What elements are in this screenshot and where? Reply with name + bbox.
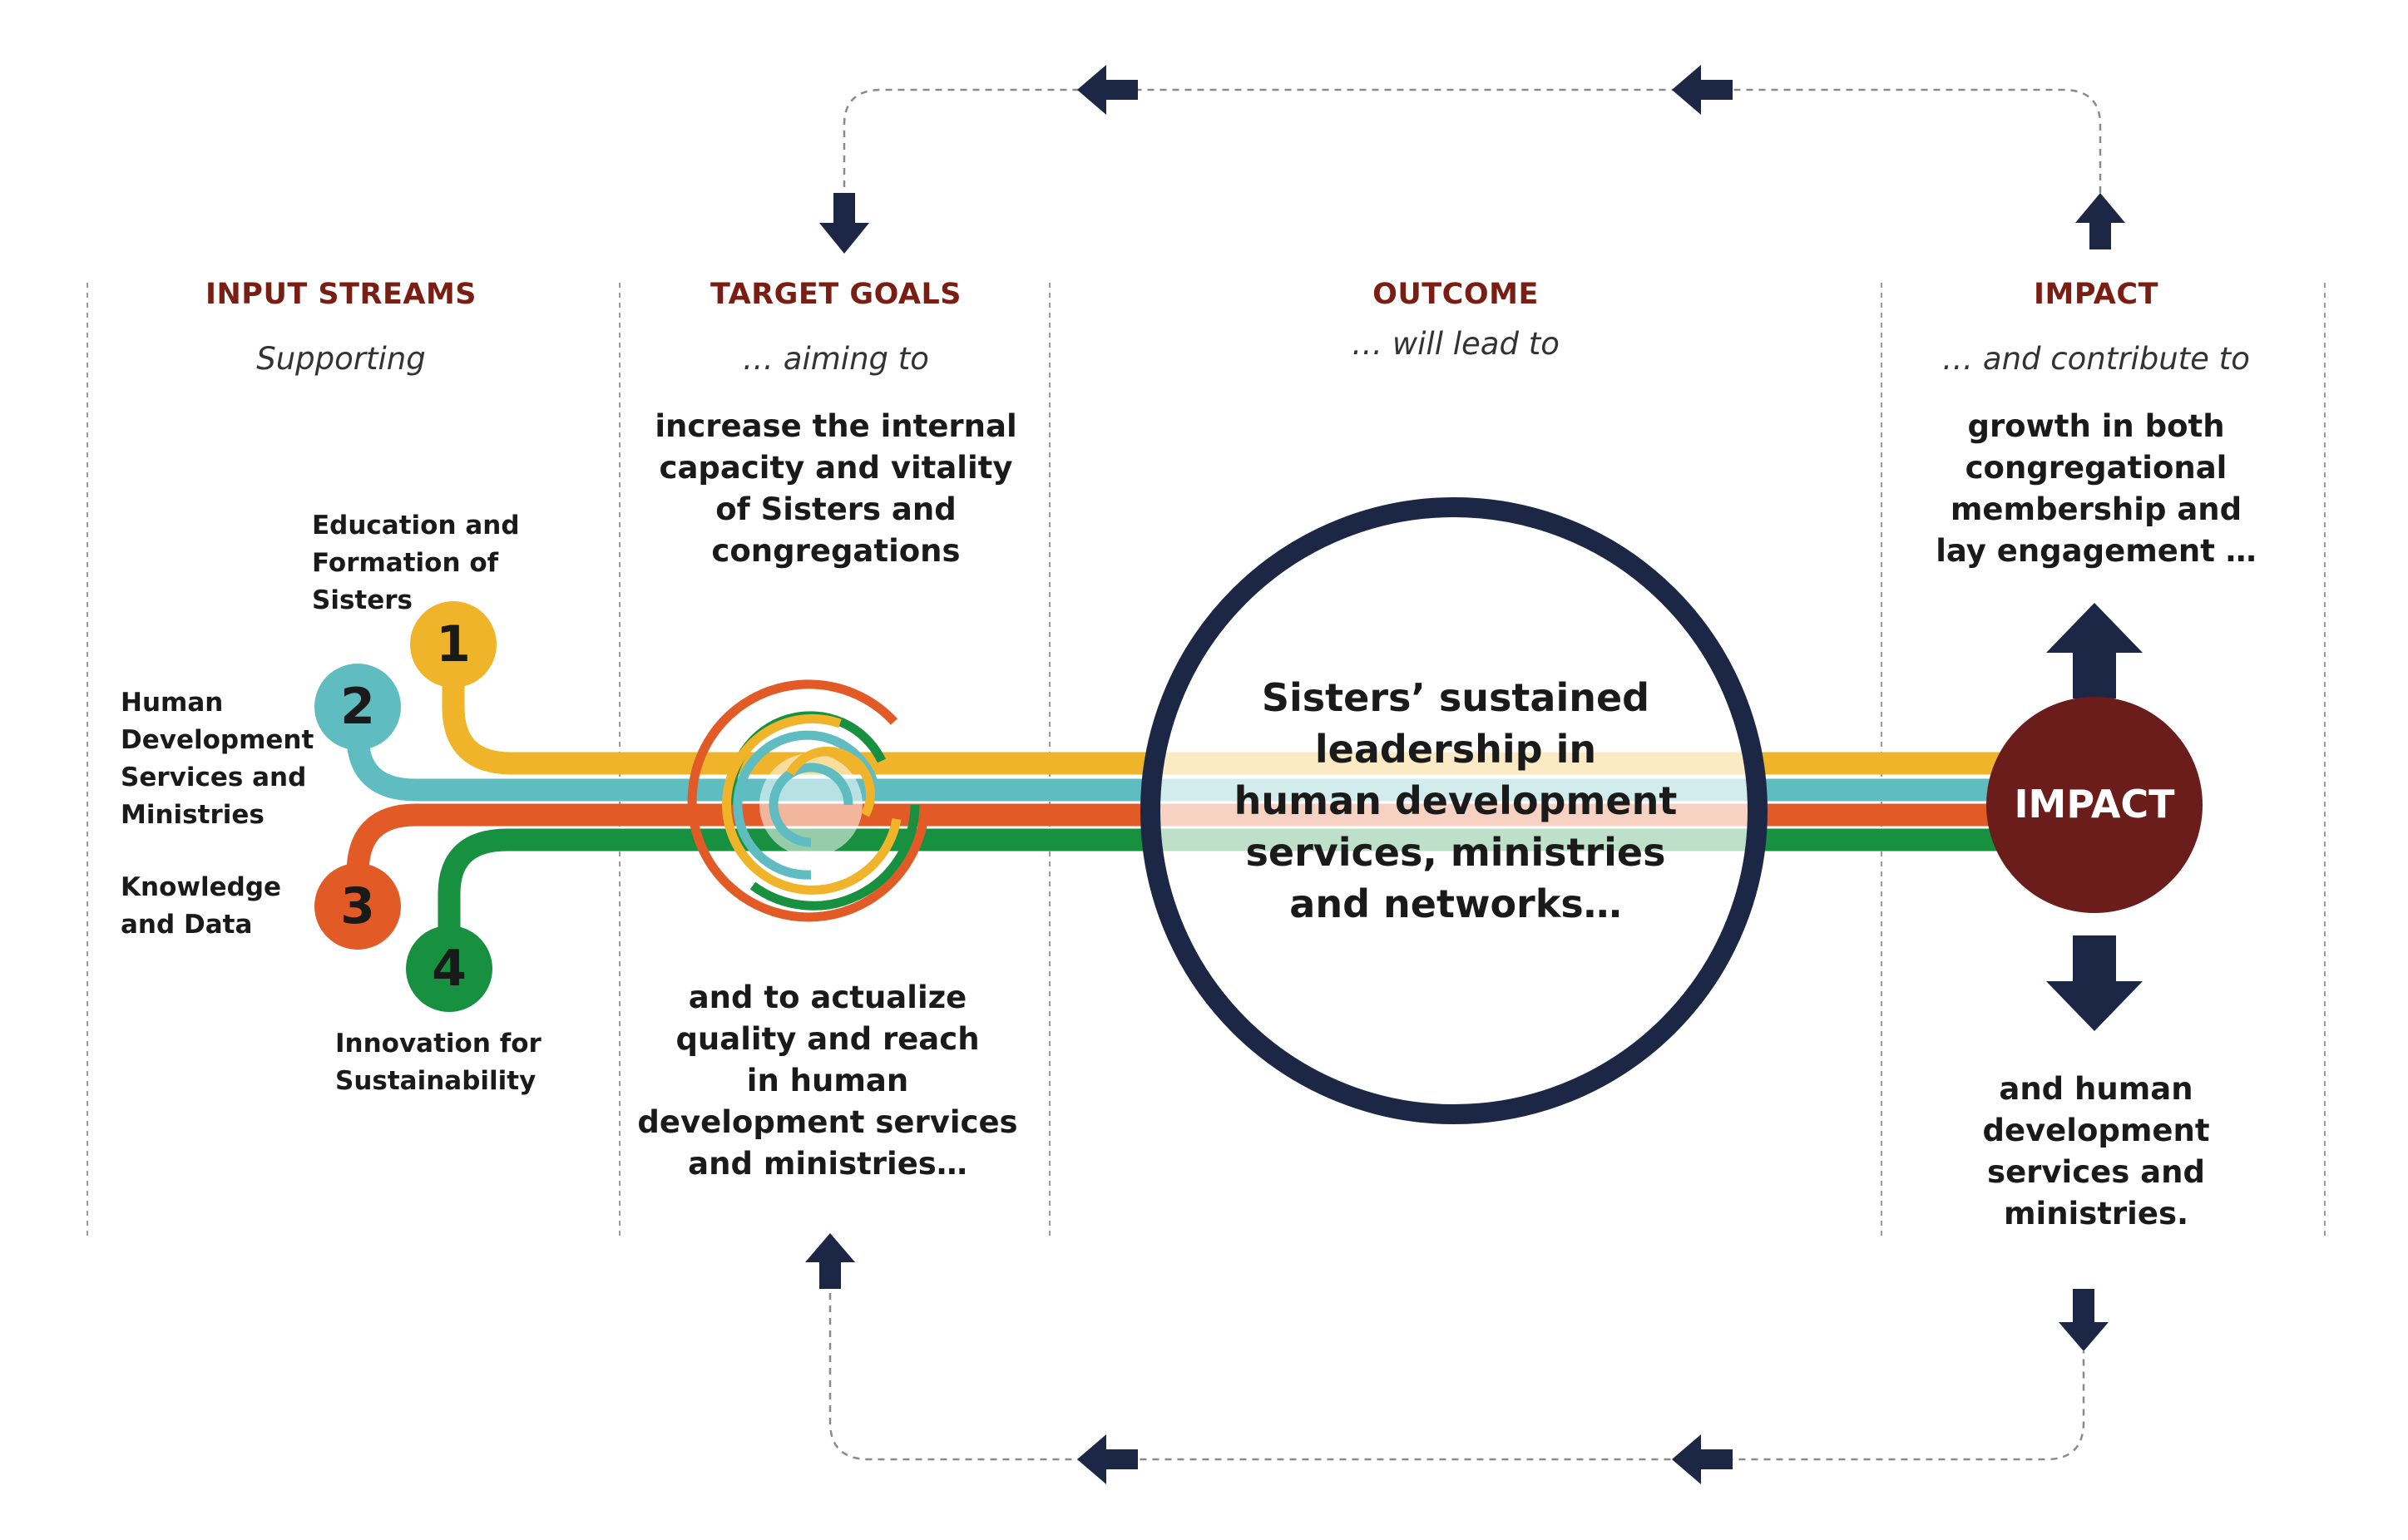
outcome-text: Sisters’ sustained leadership in human d…	[1234, 675, 1678, 926]
flow-arrows	[805, 65, 2143, 1484]
arrow-up-icon	[805, 1233, 855, 1289]
spiral-arc-orange	[687, 679, 930, 922]
impact-circle	[1986, 697, 2203, 913]
outcome-subheader: … will lead to	[1352, 326, 1560, 362]
arrow-left-icon	[1077, 65, 1138, 115]
stream-4-circle	[406, 925, 492, 1012]
stream-3-label: Knowledge and Data	[121, 872, 282, 940]
target-goal-quality: and to actualize quality and reach in hu…	[637, 980, 1018, 1182]
stream-3-number: 3	[340, 877, 375, 935]
stream-2-label: Human Development Services and Ministrie…	[121, 688, 314, 830]
stream-4-number: 4	[432, 940, 467, 998]
stream-3-circle	[314, 863, 401, 950]
impact-header: IMPACT	[2034, 278, 2158, 311]
spiral-arc-yellow	[722, 713, 902, 895]
target-goals-header: TARGET GOALS	[710, 278, 962, 311]
top-feedback-loop	[843, 88, 2102, 204]
impact-up-arrow-icon	[2046, 603, 2143, 698]
stream-4-label: Innovation for Sustainability	[335, 1029, 541, 1096]
arrow-left-icon	[1672, 65, 1733, 115]
outcome-circle	[1140, 497, 1768, 1124]
outcome-header: OUTCOME	[1372, 278, 1539, 311]
impact-services-text: and human development services and minis…	[1982, 1071, 2210, 1232]
stream-band-1	[442, 633, 2033, 775]
spiral-arc-yellow-inner	[786, 747, 875, 817]
target-goal-capacity: increase the internal capacity and vital…	[655, 408, 1017, 569]
spiral-arc-teal	[733, 730, 878, 880]
stream-1-circle	[410, 601, 497, 688]
impact-subheader: … and contribute to	[1942, 341, 2250, 377]
target-spiral	[687, 679, 930, 922]
stream-number-circles	[314, 601, 497, 1012]
stream-1-number: 1	[436, 615, 471, 674]
arrow-down-icon	[819, 193, 869, 254]
arrow-left-icon	[1077, 1434, 1138, 1484]
spiral-arc-teal-inner	[769, 763, 853, 847]
arrow-down-icon	[2059, 1289, 2109, 1351]
spiral-arc-green	[749, 804, 920, 911]
impact-circle-label: IMPACT	[2014, 782, 2175, 827]
stream-2-circle	[314, 664, 401, 750]
stream-2-number: 2	[340, 678, 375, 736]
bottom-feedback-loop	[828, 1281, 2085, 1461]
impact-growth-text: growth in both congregational membership…	[1936, 408, 2257, 569]
stream-1-label: Education and Formation of Sisters	[312, 511, 520, 615]
impact-down-arrow-icon	[2046, 935, 2143, 1031]
input-streams-subheader: Supporting	[256, 341, 426, 377]
feedback-loops	[828, 88, 2102, 1461]
input-streams-header: INPUT STREAMS	[205, 278, 477, 311]
target-goals-subheader: … aiming to	[743, 341, 929, 377]
stream-band-4	[438, 828, 2033, 980]
arrow-up-icon	[2075, 193, 2125, 249]
arrow-left-icon	[1672, 1434, 1733, 1484]
